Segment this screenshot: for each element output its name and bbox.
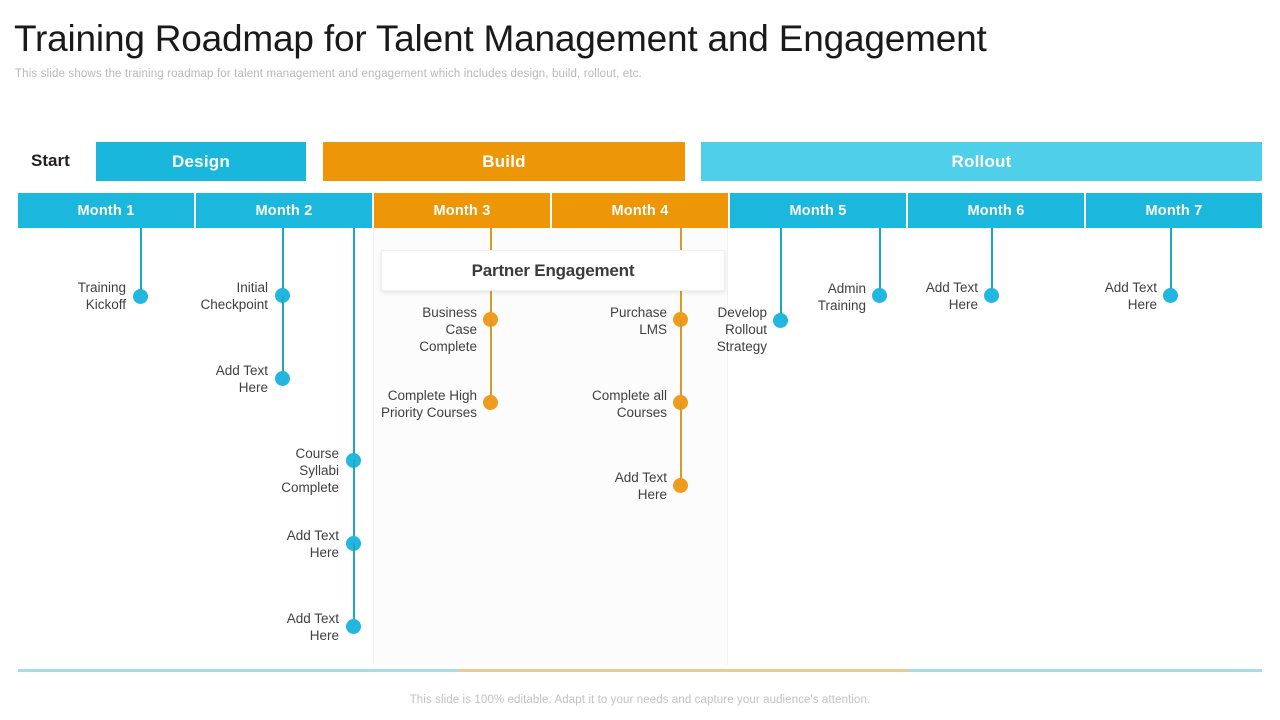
milestone-label: Initial Checkpoint <box>200 280 268 312</box>
month-cell-4[interactable]: Month 4 <box>552 193 730 228</box>
milestone-label: Complete all Courses <box>591 388 667 420</box>
page-title: Training Roadmap for Talent Management a… <box>14 18 987 59</box>
milestone-label: Add Text Here <box>925 280 978 312</box>
milestone-label: Add Text Here <box>286 528 339 560</box>
milestone-dot[interactable] <box>275 371 290 386</box>
connector-line <box>879 228 881 298</box>
milestone-dot[interactable] <box>1163 288 1178 303</box>
milestone-label: Add Text Here <box>286 611 339 643</box>
footer-note: This slide is 100% editable. Adapt it to… <box>409 694 871 706</box>
phase-bar-rollout[interactable]: Rollout <box>701 142 1262 181</box>
milestone-dot[interactable] <box>773 313 788 328</box>
connector-line <box>282 296 284 382</box>
start-label: Start <box>31 151 70 170</box>
month-header-row: Month 1 Month 2 Month 3 Month 4 Month 5 … <box>18 193 1262 228</box>
partner-engagement-callout[interactable]: Partner Engagement <box>381 250 725 291</box>
connector-line <box>680 319 682 409</box>
milestone-dot[interactable] <box>984 288 999 303</box>
milestone-label: Course Syllabi Complete <box>281 446 339 495</box>
phase-bar-design[interactable]: Design <box>96 142 306 181</box>
footer-divider-right <box>908 669 1262 672</box>
milestone-label: Business Case Complete <box>419 305 477 354</box>
connector-line <box>353 460 355 550</box>
page-subtitle: This slide shows the training roadmap fo… <box>15 68 642 80</box>
month-cell-5[interactable]: Month 5 <box>730 193 908 228</box>
month-cell-6[interactable]: Month 6 <box>908 193 1086 228</box>
connector-line <box>991 228 993 298</box>
connector-line <box>353 228 355 468</box>
milestone-dot[interactable] <box>483 395 498 410</box>
milestone-label: Add Text Here <box>1104 280 1157 312</box>
milestone-label: Purchase LMS <box>609 305 667 337</box>
milestone-label: Develop Rollout Strategy <box>716 305 767 354</box>
connector-line <box>282 228 284 298</box>
connector-line <box>1170 228 1172 298</box>
milestone-dot[interactable] <box>346 619 361 634</box>
milestone-dot[interactable] <box>673 478 688 493</box>
milestone-dot[interactable] <box>133 289 148 304</box>
connector-line <box>780 228 782 323</box>
milestone-label: Add Text Here <box>614 470 667 502</box>
build-column-band <box>373 228 728 665</box>
connector-line <box>680 402 682 492</box>
milestone-dot[interactable] <box>872 288 887 303</box>
milestone-label: Add Text Here <box>215 363 268 395</box>
month-cell-1[interactable]: Month 1 <box>18 193 196 228</box>
milestone-dot[interactable] <box>275 288 290 303</box>
footer-divider <box>18 669 1262 672</box>
footer-divider-left <box>18 669 458 672</box>
connector-line <box>490 319 492 409</box>
month-cell-3[interactable]: Month 3 <box>374 193 552 228</box>
phase-bar-row: Start Design Build Rollout <box>0 142 1280 181</box>
footer-divider-mid <box>458 669 908 672</box>
milestone-label: Complete High Priority Courses <box>380 388 477 420</box>
milestone-label: Admin Training <box>817 281 866 313</box>
month-cell-2[interactable]: Month 2 <box>196 193 374 228</box>
partner-engagement-label: Partner Engagement <box>471 260 635 280</box>
connector-line <box>140 228 142 298</box>
phase-bar-build[interactable]: Build <box>323 142 685 181</box>
month-cell-7[interactable]: Month 7 <box>1086 193 1262 228</box>
milestone-label: Training Kickoff <box>77 280 126 312</box>
connector-line <box>353 543 355 633</box>
